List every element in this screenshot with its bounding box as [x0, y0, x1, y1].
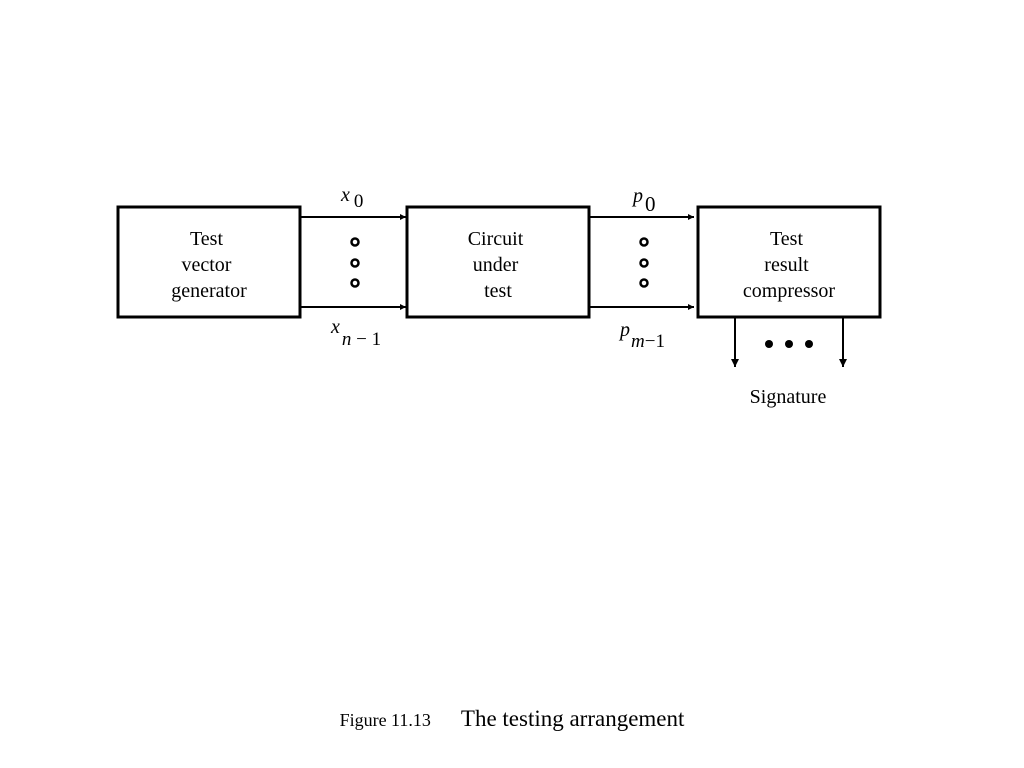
- compressor-label-line-3: compressor: [743, 280, 836, 302]
- label-pm-1: pm−1: [618, 319, 665, 352]
- generator-label-line-1: Test: [190, 228, 223, 250]
- test-result-compressor-block: Test result compressor: [696, 205, 882, 319]
- signature-label: Signature: [750, 386, 827, 408]
- svg-text:Test result compre: Test result compressor: [743, 228, 836, 302]
- circuit-under-test-block: Circuit under test: [405, 205, 591, 319]
- svg-text:Test vector genera: Test vector generator: [171, 228, 247, 302]
- cut-label-line-3: test: [484, 280, 512, 302]
- figure-caption: Figure 11.13 The testing arrangement: [0, 706, 1024, 732]
- compressor-label-line-1: Test: [770, 228, 803, 250]
- input-ellipsis-dots: [350, 237, 360, 288]
- cut-label-line-2: under: [473, 254, 519, 276]
- cut-label-line-1: Circuit: [468, 228, 524, 250]
- label-p0: p0: [631, 185, 656, 216]
- figure-title: The testing arrangement: [460, 706, 685, 731]
- figure-number: Figure 11.13: [339, 710, 431, 730]
- test-vector-generator-block: Test vector generator: [116, 205, 302, 319]
- generator-label-line-3: generator: [171, 280, 247, 302]
- output-ellipsis-dots: [639, 237, 649, 288]
- svg-text:Circuit under test: Circuit under test: [468, 228, 529, 302]
- generator-label-line-2: vector: [182, 254, 232, 276]
- signature-ellipsis-dots: [765, 340, 813, 348]
- compressor-label-line-2: result: [764, 254, 809, 276]
- label-xn-1: xn − 1: [330, 316, 381, 350]
